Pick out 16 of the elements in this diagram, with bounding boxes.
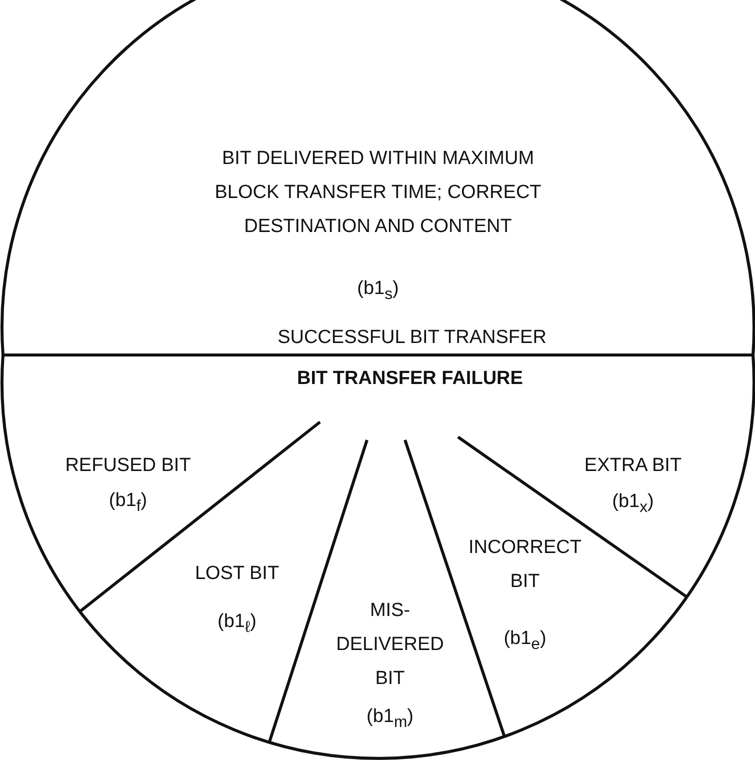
description-text: BIT DELIVERED WITHIN MAXIMUM BLOCK TRANSFER TIME; CORRECT DESTINATION AND CONTENT [214, 147, 542, 239]
category-label: LOST BIT [194, 562, 280, 586]
category-label: MIS- DELIVERED BIT [335, 599, 445, 691]
symbol-label: (b1$_{x}$) [611, 490, 655, 518]
lower-half-region [0, 353, 755, 760]
symbol-label: (b1$_{e}$) [502, 627, 548, 655]
region-heading: BIT TRANSFER FAILURE [296, 367, 524, 391]
region-heading: SUCCESSFUL BIT TRANSFER [276, 326, 548, 350]
symbol-label: (b1$_{ℓ}$) [216, 610, 258, 638]
symbol-label: (b1$_{s}$) [356, 277, 400, 305]
category-label: INCORRECT BIT [468, 536, 582, 594]
symbol-label: (b1$_{f}$) [108, 489, 148, 517]
upper-half-region [0, 0, 755, 357]
category-label: EXTRA BIT [583, 454, 683, 478]
category-label: REFUSED BIT [64, 454, 192, 478]
symbol-label: (b1$_{m}$) [366, 705, 414, 733]
